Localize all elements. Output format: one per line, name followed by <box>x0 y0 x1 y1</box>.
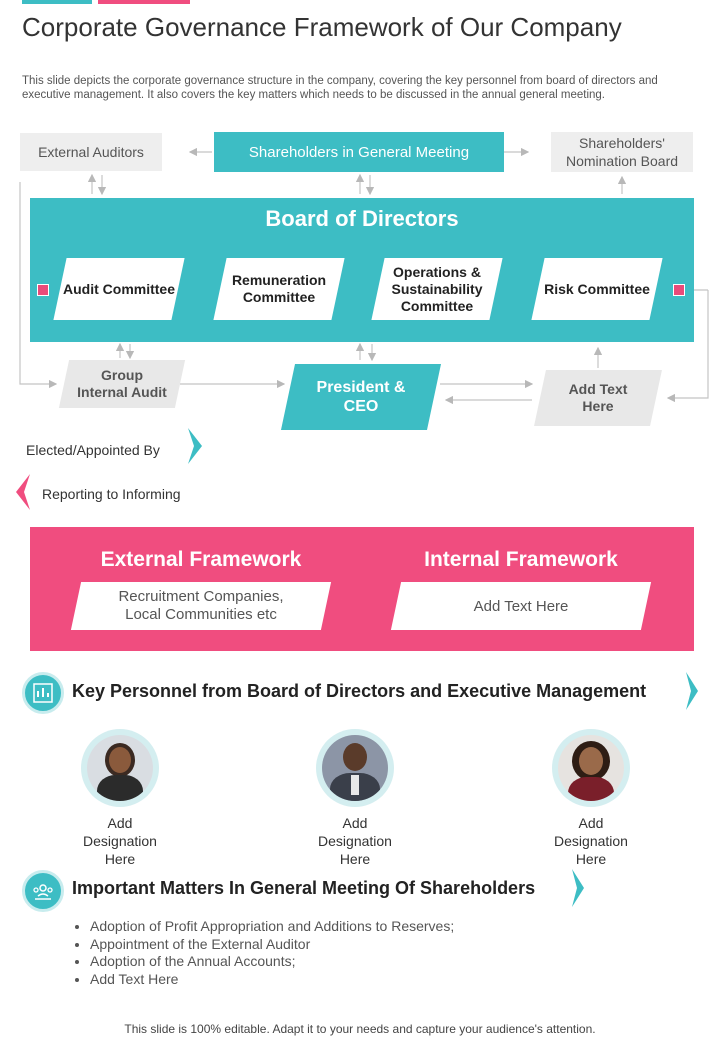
remuneration-committee-box: Remuneration Committee <box>220 258 338 320</box>
left-connector-dot <box>37 284 49 296</box>
external-auditors-box: External Auditors <box>20 133 162 171</box>
avatar-2 <box>316 729 394 807</box>
top-accent-pink <box>98 0 190 4</box>
group-audit-box: Group Internal Audit <box>64 360 180 408</box>
risk-committee-label: Risk Committee <box>544 280 650 297</box>
list-item: Adoption of the Annual Accounts; <box>90 953 454 971</box>
external-framework-text: Recruitment Companies, Local Communities… <box>118 588 284 623</box>
president-ceo-label: President & CEO <box>316 379 406 415</box>
right-connector-dot <box>673 284 685 296</box>
legend-reporting-text: Reporting to Informing <box>42 486 181 502</box>
list-item: Add Text Here <box>90 971 454 989</box>
president-ceo-box: President & CEO <box>288 364 434 430</box>
page-description: This slide depicts the corporate governa… <box>22 75 658 101</box>
shareholders-meeting-box: Shareholders in General Meeting <box>214 132 504 172</box>
legend-elected-text: Elected/Appointed By <box>26 442 160 458</box>
external-framework-box: Recruitment Companies, Local Communities… <box>76 582 326 630</box>
shareholders-meeting-label: Shareholders in General Meeting <box>248 143 470 161</box>
remuneration-committee-label: Remuneration Committee <box>231 272 327 305</box>
meeting-icon <box>22 870 64 912</box>
designation-2: Add Designation Here <box>318 815 392 867</box>
add-text-box: Add Text Here <box>540 370 656 426</box>
risk-committee-box: Risk Committee <box>538 258 656 320</box>
section-chevron-icon <box>686 672 698 710</box>
personnel-section-title: Key Personnel from Board of Directors an… <box>72 681 647 701</box>
add-text-label: Add Text Here <box>568 381 628 414</box>
list-item: Appointment of the External Auditor <box>90 936 454 954</box>
internal-framework-title: Internal Framework <box>424 548 618 571</box>
people-chart-icon <box>22 672 64 714</box>
top-accent-teal <box>22 0 92 4</box>
nomination-board-label: Shareholders' Nomination Board <box>565 135 679 169</box>
board-title: Board of Directors <box>265 206 459 231</box>
operations-committee-box: Operations & Sustainability Committee <box>378 258 496 320</box>
designation-1: Add Designation Here <box>83 815 157 867</box>
matters-section-title: Important Matters In General Meeting Of … <box>72 878 536 898</box>
page-title: Corporate Governance Framework of Our Co… <box>22 12 622 42</box>
footer-note: This slide is 100% editable. Adapt it to… <box>124 1022 596 1036</box>
avatar-1 <box>81 729 159 807</box>
audit-committee-label: Audit Committee <box>63 280 175 297</box>
nomination-board-box: Shareholders' Nomination Board <box>551 132 693 172</box>
matters-list: Adoption of Profit Appropriation and Add… <box>70 918 454 988</box>
matters-chevron-icon <box>572 869 584 907</box>
operations-committee-label: Operations & Sustainability Committee <box>391 263 483 314</box>
audit-committee-box: Audit Committee <box>60 258 178 320</box>
external-framework-title: External Framework <box>100 548 302 571</box>
avatar-3 <box>552 729 630 807</box>
designation-3: Add Designation Here <box>554 815 628 867</box>
internal-framework-box: Add Text Here <box>396 582 646 630</box>
external-auditors-label: External Auditors <box>38 144 144 160</box>
chevron-right-icon <box>188 428 202 464</box>
internal-framework-text: Add Text Here <box>473 597 569 615</box>
chevron-left-icon <box>16 474 30 510</box>
group-audit-label: Group Internal Audit <box>77 367 167 400</box>
list-item: Adoption of Profit Appropriation and Add… <box>90 918 454 936</box>
